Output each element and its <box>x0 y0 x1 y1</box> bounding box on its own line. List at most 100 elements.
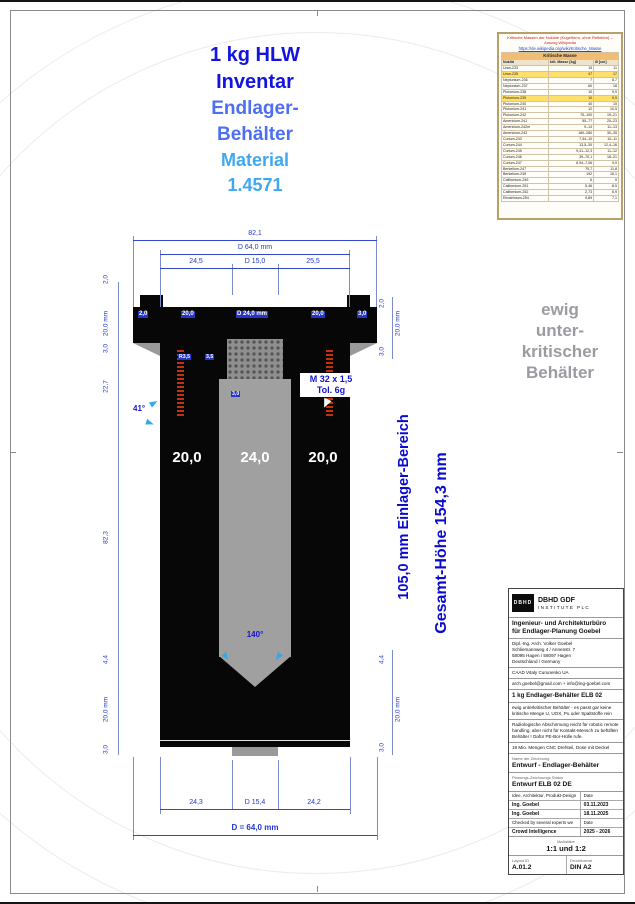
kritische-masse-table: Kritische Masse Nuklid krit. Masse [kg] … <box>501 52 619 202</box>
dim-left: 3,0 <box>102 343 110 354</box>
dim-24-5: 24,5 <box>189 258 203 265</box>
dim-right: 20,0 mm <box>394 310 402 337</box>
sign-cell: Date <box>579 819 623 827</box>
signature-table: Idee, Architektur, Produkt-Design Date I… <box>509 792 623 837</box>
drawing-title: 1 kg HLW Inventar Endlager- Behälter Mat… <box>145 42 365 198</box>
drawing-name-value: Entwurf - Endlager-Behälter <box>512 762 600 769</box>
dim-24-3: 24,3 <box>189 799 203 806</box>
wall-label-right: 20,0 <box>308 449 338 466</box>
layout-id-value: A.01.2 <box>512 864 532 871</box>
lid-rim-right <box>347 295 370 308</box>
sign-cell: 2025 - 2026 <box>579 828 623 836</box>
side-note: ewig unter- kritischer Behälter <box>500 299 620 383</box>
inner-bore <box>219 379 291 657</box>
logo-name: DBHD GDF <box>538 596 575 604</box>
angle-41-label: 41° <box>133 404 146 413</box>
dim-chip: 3,0 <box>231 391 241 397</box>
side-note-line: Behälter <box>525 363 595 382</box>
wall-label-left: 20,0 <box>172 449 202 466</box>
register-mark-left <box>10 452 16 453</box>
thread-profile-left <box>177 350 184 418</box>
kritische-masse-panel: Kritische Massen der Nuklide (Kugelform,… <box>497 32 623 220</box>
title-line-1: 1 kg HLW <box>209 44 300 66</box>
thread-callout: M 32 x 1,5 Tol. 6g <box>300 373 362 397</box>
extension-line <box>278 264 279 295</box>
dim-chip: 3,0 <box>357 311 368 318</box>
dim-chip-radius: R3,5 <box>178 354 191 360</box>
dim-right: 3,0 <box>378 346 386 357</box>
title-line-4: Behälter <box>216 124 294 145</box>
sign-row: Crowd Intelligence 2025 - 2026 <box>509 828 623 836</box>
description-1: ewig unterkritischer Behälter - es passt… <box>509 703 623 720</box>
print-format-value: DIN A2 <box>570 864 592 871</box>
dim-d15: D 15,0 <box>244 258 266 265</box>
address-street: Schliemannweg 4 / Annenstr. 7 <box>512 647 576 652</box>
drawing-name-row: Name der Zeichnung Entwurf - Endlager-Be… <box>509 754 623 773</box>
side-note-line: kritischer <box>521 342 599 361</box>
table-title: Kritische Masse <box>501 52 619 61</box>
bore-label-center: 24,0 <box>240 449 270 466</box>
dim-chip: 20,0 <box>181 311 195 318</box>
sign-cell: 18.11.2025 <box>579 810 623 818</box>
title-line-2: Inventar <box>216 71 294 93</box>
sign-row: Checked by several experts we Date <box>509 819 623 828</box>
side-note-line: unter- <box>535 321 585 340</box>
lid-rim-left <box>140 295 163 308</box>
title-line-3: Endlager- <box>211 98 299 119</box>
layout-id-label: Layout ID <box>512 858 530 863</box>
dim-overall-width: 82,1 <box>248 230 262 237</box>
register-mark-bottom <box>317 886 318 892</box>
einlager-bereich-label: 105,0 mm Einlager-Bereich <box>396 414 412 600</box>
table-cell: 9,89 <box>547 195 595 202</box>
logo-subtitle: INSTITUTE PLC <box>538 604 591 610</box>
extension-line <box>278 760 279 809</box>
dimension-line-top3 <box>160 268 350 269</box>
register-mark-top <box>317 10 318 16</box>
id-row: Layout ID A.01.2 Druckformat DIN A2 <box>509 856 623 874</box>
extension-line <box>232 760 233 809</box>
table-cell: Einsteinium-254 <box>501 195 549 202</box>
title-block: DBHD DBHD GDF INSTITUTE PLC Ingenieur- u… <box>508 588 624 875</box>
dim-left: 82,3 <box>102 531 110 544</box>
firm-name-2: für Endlager-Planung Goebel <box>512 628 601 635</box>
dim-chip: 20,0 <box>311 311 325 318</box>
address-city: 58095 Hagen / 58097 Hagen <box>512 653 572 658</box>
panel-note: Kritische Massen der Nuklide (Kugelform,… <box>507 35 613 45</box>
caad-credit: CAAD Vitaly Curunenko UA <box>509 668 623 679</box>
dim-chip: D 24,0 mm <box>236 311 269 318</box>
dim-left: 22,7 <box>102 380 110 393</box>
wikipedia-link[interactable]: https://de.wikipedia.org/wiki/Kritische_… <box>518 46 602 52</box>
angle-140-label: 140° <box>246 630 264 639</box>
scale-label: Maßstäbe <box>557 839 575 844</box>
sign-row: Idee, Architektur, Produkt-Design Date <box>509 792 623 801</box>
architect-name: Dipl.-Ing. Arch. Volker Goebel <box>512 641 573 646</box>
firm-row: Ingenieur- und Architekturbüro für Endla… <box>509 618 623 639</box>
extension-line <box>160 250 161 307</box>
title-line-5: Material <box>220 150 290 170</box>
status-row: Planungs-Zeichnungs Status Entwurf ELB 0… <box>509 773 623 792</box>
logo-row: DBHD DBHD GDF INSTITUTE PLC <box>509 589 623 618</box>
dim-right: 20,0 mm <box>394 696 402 723</box>
dimension-chain-left <box>118 282 119 755</box>
dimension-line-64 <box>160 254 350 255</box>
dim-25-5: 25,5 <box>306 258 320 265</box>
email-line[interactable]: arch.goebel@gmail.com + info@ing-goebel.… <box>509 679 623 690</box>
sign-row: Ing. Goebel 03.11.2023 <box>509 801 623 810</box>
dim-right: 2,0 <box>378 298 386 309</box>
dim-chip: 2,0 <box>138 311 149 318</box>
extension-line <box>232 264 233 295</box>
sign-cell: Ing. Goebel <box>512 811 540 817</box>
dim-left: 3,0 <box>102 744 110 755</box>
extension-line <box>377 757 378 840</box>
bottom-foot <box>232 747 278 756</box>
dim-right: 3,0 <box>378 742 386 753</box>
status-label: Planungs-Zeichnungs Status <box>512 775 564 780</box>
sign-cell: Checked by several experts we <box>512 820 574 825</box>
sign-cell: 03.11.2023 <box>579 801 623 809</box>
dim-left: 20,0 mm <box>102 696 110 723</box>
dim-right: 4,4 <box>378 654 386 665</box>
product-title: 1 kg Endlager-Behälter ELB 02 <box>509 690 623 703</box>
description-3: 19 Mio. Mengen CNC Drehteil, Dose mit De… <box>509 743 623 754</box>
